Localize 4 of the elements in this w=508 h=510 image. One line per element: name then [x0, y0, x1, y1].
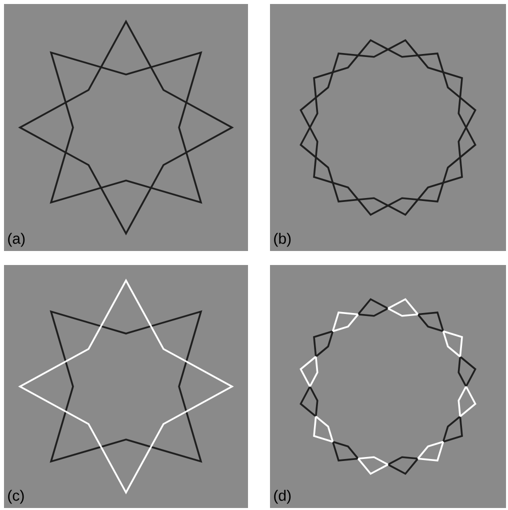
panel-label: (c) [8, 490, 24, 504]
panel-label: (b) [274, 232, 291, 247]
panel-label: (d) [274, 490, 291, 504]
panel-label: (a) [8, 232, 25, 247]
